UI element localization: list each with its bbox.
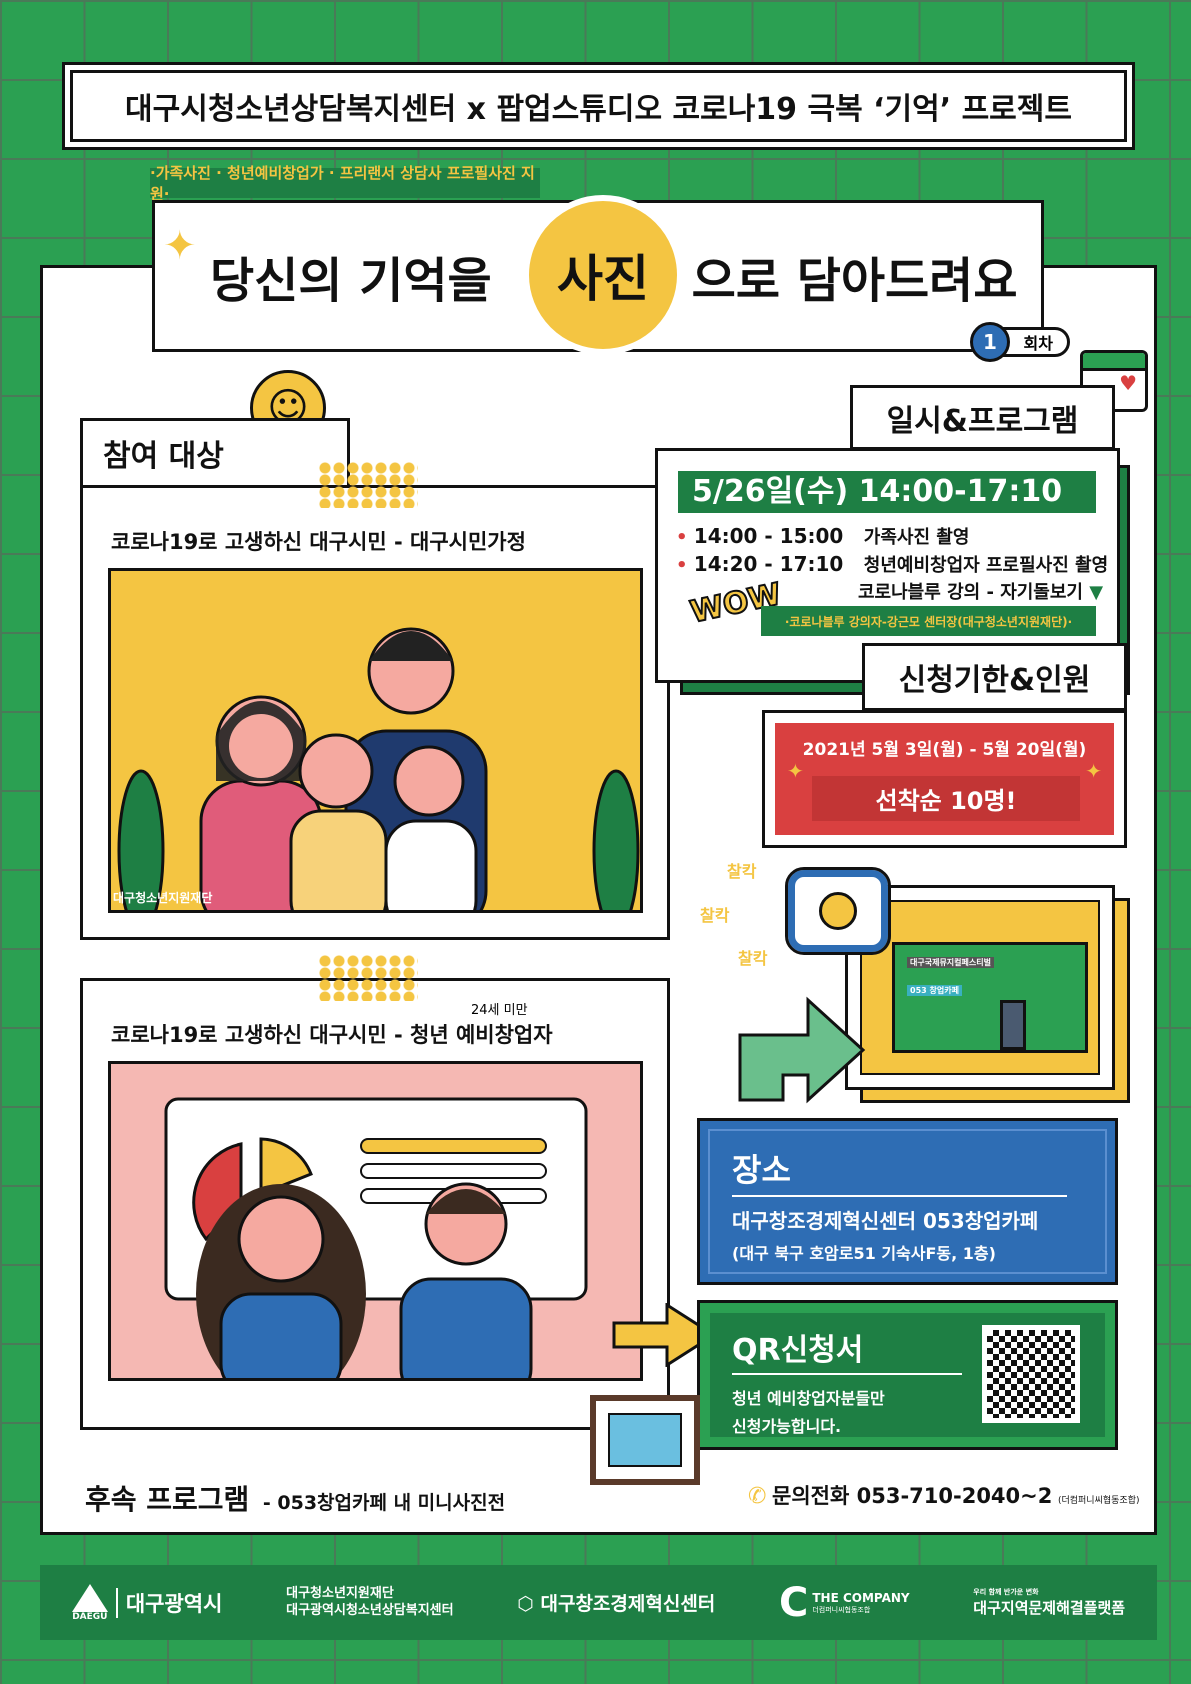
round-number: 1	[970, 322, 1010, 362]
followup-title: 후속 프로그램	[85, 1483, 250, 1516]
logo-text: 더컴퍼니씨협동조합	[812, 1605, 871, 1614]
easel-icon	[590, 1395, 700, 1485]
qr-desc: 신청가능합니다.	[732, 1417, 842, 1436]
schedule-desc: 가족사진 촬영	[863, 527, 970, 548]
contact-phone[interactable]: 문의전화 053-710-2040~2	[772, 1484, 1053, 1508]
deadline-tab: 신청기한&인원	[862, 643, 1127, 711]
schedule-tab: 일시&프로그램	[850, 385, 1115, 450]
followup: 후속 프로그램 - 053창업카페 내 미니사진전	[85, 1478, 505, 1518]
venue-box: 장소 대구창조경제혁신센터 053창업카페 (대구 북구 호암로51 기숙사F동…	[697, 1118, 1118, 1285]
logo-text: 대구창조경제혁신센터	[540, 1593, 716, 1615]
family-illustration: 대구청소년지원재단	[108, 568, 643, 913]
arrow-right-icon	[612, 1303, 717, 1367]
schedule-date: 5/26일(수) 14:00-17:10	[678, 471, 1096, 513]
schedule-extra-text: 코로나블루 강의 - 자기돌보기	[858, 582, 1083, 603]
qr-box: QR신청서 청년 예비창업자분들만 신청가능합니다.	[697, 1300, 1118, 1450]
schedule-desc: 청년예비창업자 프로필사진 촬영	[863, 555, 1109, 576]
poster-title-box: 대구시청소년상담복지센터 x 팝업스튜디오 코로나19 극복 ‘기억’ 프로젝트	[62, 62, 1135, 150]
participant-startup-text: 코로나19로 고생하신 대구시민 - 청년 예비창업자	[111, 1023, 553, 1047]
participants-tab: 참여 대상	[80, 418, 350, 488]
logo-text: 대구지역문제해결플랫폼	[973, 1599, 1126, 1617]
click-sfx: 찰칵	[700, 906, 730, 925]
qr-title: QR신청서	[732, 1325, 962, 1375]
age-note: 24세 미만	[471, 1003, 528, 1018]
logo-text: THE COMPANY	[812, 1590, 910, 1605]
logo-daegu: DAEGU 대구광역시	[71, 1583, 222, 1622]
headline-highlight: 사진	[557, 250, 649, 308]
octagon-icon: ⬡	[517, 1593, 541, 1615]
schedule-time: 14:20 - 17:10	[693, 552, 844, 576]
round-label: 회차	[1023, 334, 1053, 353]
startup-drawing	[164, 1097, 588, 1378]
logo-text: 대구광역시청소년상담복지센터	[286, 1602, 454, 1618]
logo-text: 우리 함께 반가운 변화	[973, 1588, 1039, 1596]
venue-address: (대구 북구 호암로51 기숙사F동, 1층)	[732, 1244, 996, 1263]
schedule-extra: 코로나블루 강의 - 자기돌보기 ▼	[858, 578, 1103, 604]
building-photo: 대구국제뮤지컬페스티벌 053 창업카페	[860, 900, 1100, 1075]
camera-icon	[785, 867, 891, 955]
building: 대구국제뮤지컬페스티벌 053 창업카페	[892, 942, 1088, 1053]
building-sign: 대구국제뮤지컬페스티벌	[907, 957, 994, 968]
deadline-card: 2021년 5월 3일(월) - 5월 20일(월) ✦ ✦ 선착순 10명!	[762, 710, 1127, 848]
participant-family-text: 코로나19로 고생하신 대구시민 - 대구시민가정	[111, 530, 526, 554]
logo-ccei: ⬡ 대구창조경제혁신센터	[517, 1589, 715, 1616]
photo-card: 대구국제뮤지컬페스티벌 053 창업카페	[845, 885, 1115, 1090]
poster-title: 대구시청소년상담복지센터 x 팝업스튜디오 코로나19 극복 ‘기억’ 프로젝트	[70, 70, 1127, 142]
logo-text: 대구광역시	[115, 1587, 222, 1618]
qr-code[interactable]	[982, 1325, 1080, 1423]
arrow-right-icon	[738, 996, 866, 1104]
c-logo-icon: C	[778, 1579, 809, 1626]
deadline-red-box: 2021년 5월 3일(월) - 5월 20일(월) ✦ ✦ 선착순 10명!	[775, 723, 1114, 835]
qr-desc: 청년 예비창업자분들만	[732, 1389, 885, 1408]
lecturer-strip: ·코로나블루 강의자-강근모 센터장(대구청소년지원재단)·	[761, 606, 1096, 636]
click-sfx: 찰칵	[738, 949, 768, 968]
star-icon: ✦	[1085, 759, 1102, 783]
startup-illustration	[108, 1061, 643, 1381]
contact: ✆ 문의전화 053-710-2040~2 (더컴퍼니씨협동조합)	[748, 1480, 1140, 1510]
headline-before: 당신의 기억을	[210, 253, 492, 309]
venue-title: 장소	[732, 1145, 1067, 1197]
highlight-circle: 사진	[523, 195, 683, 355]
decor-dots	[318, 462, 418, 508]
logo-text: 대구청소년지원재단	[286, 1585, 394, 1601]
image-credit: 대구청소년지원재단	[113, 891, 213, 905]
sparkle-icon: ✦	[163, 223, 197, 269]
venue-name: 대구창조경제혁신센터 053창업카페	[732, 1209, 1039, 1233]
deadline-period: 2021년 5월 3일(월) - 5월 20일(월)	[802, 740, 1087, 760]
headline-box: ✦ 당신의 기억을 사진 으로 담아드려요	[152, 195, 1044, 355]
phone-icon: ✆	[748, 1484, 767, 1509]
family-drawing	[117, 627, 640, 910]
mountain-icon	[71, 1583, 108, 1612]
contact-org: (더컴퍼니씨협동조합)	[1057, 1496, 1140, 1506]
logo-mark-text: DAEGU	[72, 1611, 108, 1622]
decor-dots	[318, 955, 418, 1001]
support-tag: ·가족사진 · 청년예비창업가 · 프리랜서 상담사 프로필사진 지원·	[150, 164, 540, 203]
building-sign: 053 창업카페	[907, 985, 962, 996]
star-icon: ✦	[787, 759, 804, 783]
deadline-capacity: 선착순 10명!	[812, 776, 1080, 821]
followup-desc: - 053창업카페 내 미니사진전	[262, 1492, 506, 1514]
click-sfx: 찰칵	[727, 862, 757, 881]
triangle-down-icon: ▼	[1083, 582, 1104, 603]
headline-after: 으로 담아드려요	[691, 253, 1018, 309]
schedule-time: 14:00 - 15:00	[693, 524, 844, 548]
round-badge: 1 회차	[970, 322, 1070, 362]
participant-card-startup: 코로나19로 고생하신 대구시민 - 청년 예비창업자 24세 미만	[80, 978, 670, 1430]
participant-card-family: 코로나19로 고생하신 대구시민 - 대구시민가정 대구청소년지원재단	[80, 485, 670, 940]
